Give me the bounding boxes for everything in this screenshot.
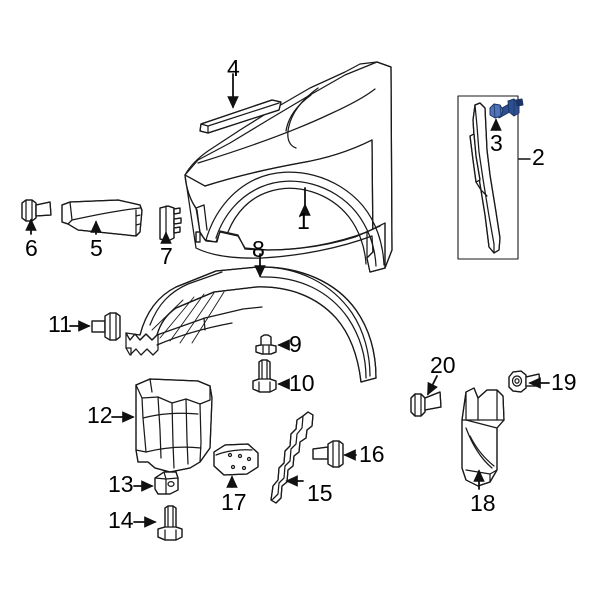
part-front-splash-shield	[135, 378, 213, 473]
part-liner-push-pin-retainer	[255, 334, 277, 355]
part-fender-front-bracket	[61, 199, 143, 237]
callout-label-4[interactable]: 4	[227, 55, 240, 81]
part-seal-bolt	[312, 440, 344, 468]
part-shield-clip-nut	[154, 471, 179, 495]
callout-label-1[interactable]: 1	[297, 208, 310, 234]
part-front-wheelhouse-liner	[125, 266, 377, 383]
part-fender-bolt-highlighted	[489, 98, 524, 119]
part-shield-screw	[157, 505, 183, 541]
part-front-fender-panel	[184, 61, 393, 273]
callout-label-9[interactable]: 9	[289, 331, 302, 357]
callout-label-18[interactable]: 18	[470, 490, 496, 516]
callout-label-14[interactable]: 14	[108, 507, 134, 533]
callout-label-7[interactable]: 7	[160, 243, 173, 269]
part-fender-upper-molding	[199, 99, 282, 134]
callout-label-11[interactable]: 11	[48, 311, 72, 337]
callout-label-17[interactable]: 17	[221, 489, 247, 515]
part-fender-side-seal	[270, 411, 314, 504]
part-fender-pad	[213, 443, 259, 476]
callout-label-13[interactable]: 13	[108, 471, 134, 497]
part-mud-guard-bolt	[410, 391, 442, 417]
callout-leader-lines	[25, 73, 550, 528]
callout-label-5[interactable]: 5	[90, 235, 103, 261]
callout-label-3[interactable]: 3	[490, 130, 503, 156]
callout-label-15[interactable]: 15	[307, 480, 333, 506]
part-mud-guard-screw	[508, 370, 541, 393]
callout-label-10[interactable]: 10	[289, 370, 315, 396]
part-fender-reinforcement-kit-box	[457, 95, 519, 260]
part-liner-screw-grommet	[252, 359, 277, 393]
callout-label-2[interactable]: 2	[532, 144, 545, 170]
callout-label-19[interactable]: 19	[551, 369, 577, 395]
callout-label-6[interactable]: 6	[25, 235, 38, 261]
callout-label-20[interactable]: 20	[430, 352, 456, 378]
callout-label-16[interactable]: 16	[359, 441, 385, 467]
callout-label-8[interactable]: 8	[252, 236, 265, 262]
part-rear-mud-guard	[461, 387, 505, 487]
callout-label-12[interactable]: 12	[87, 402, 113, 428]
part-bracket-bolt	[21, 199, 52, 222]
part-liner-bolt	[91, 312, 121, 341]
part-fender-rear-bracket	[159, 205, 182, 242]
